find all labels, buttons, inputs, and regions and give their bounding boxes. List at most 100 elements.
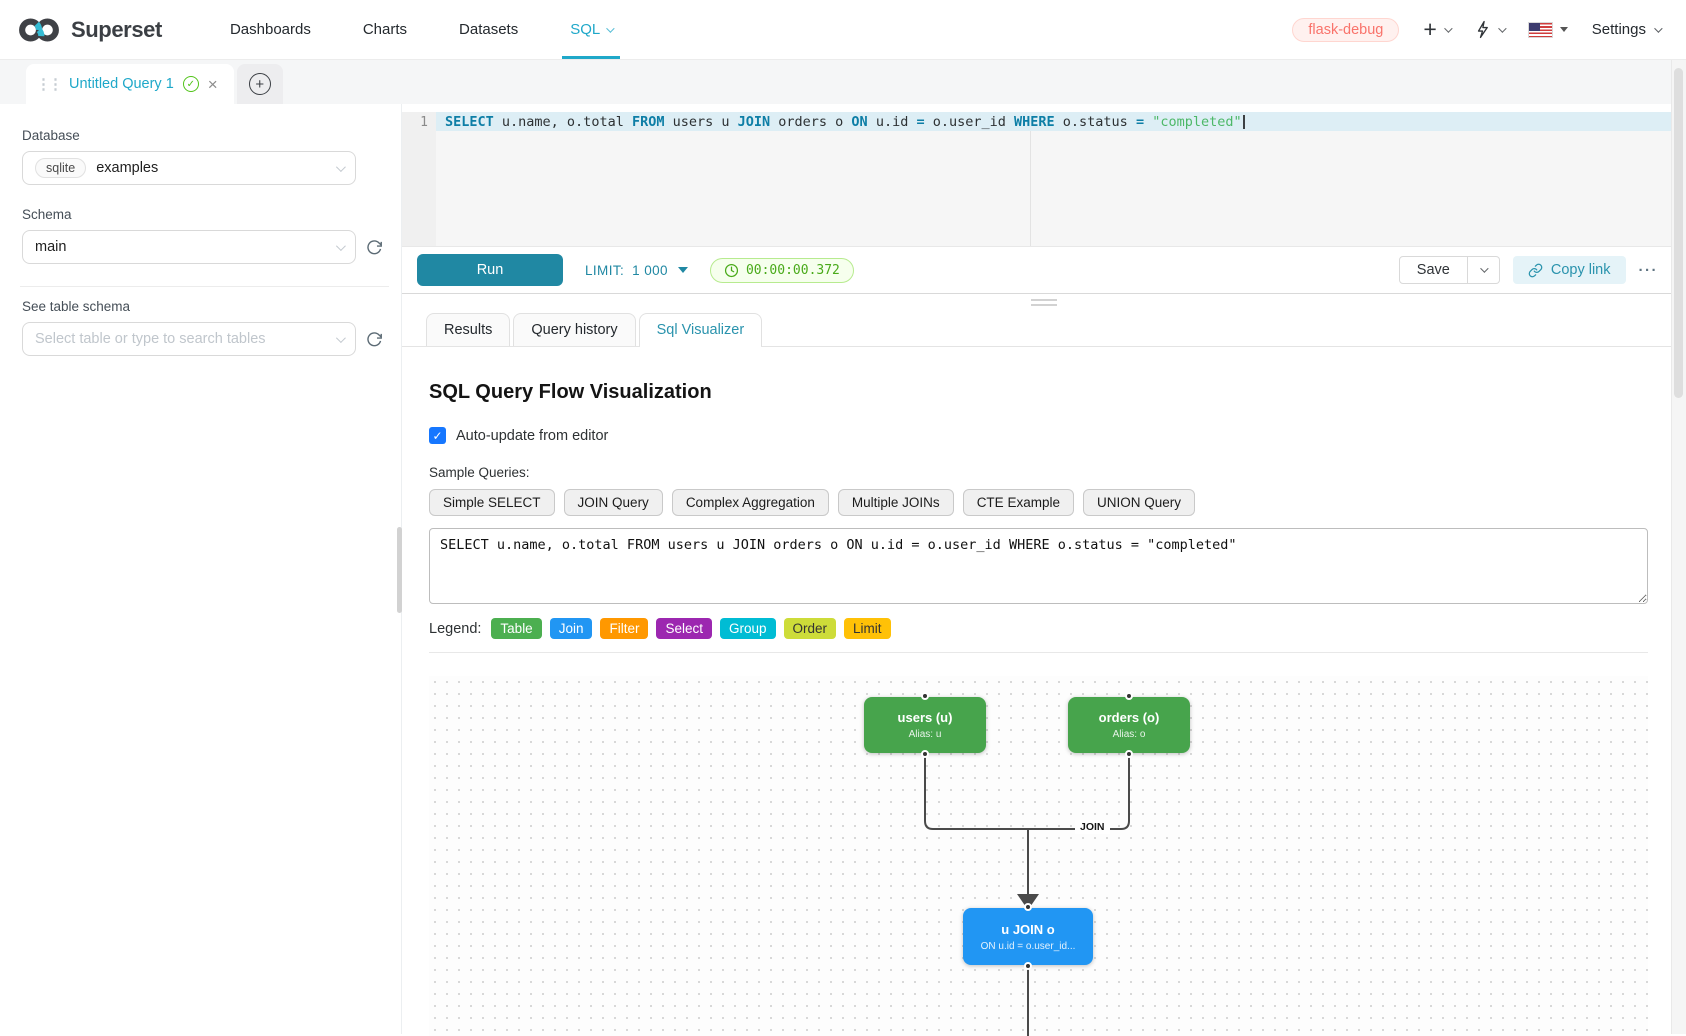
schema-select[interactable]: main — [22, 230, 356, 264]
sample-queries-label: Sample Queries: — [429, 465, 530, 480]
node-title: orders (o) — [1098, 710, 1160, 725]
infinity-logo-icon — [19, 18, 59, 41]
plus-circle-icon: + — [248, 73, 271, 95]
auto-update-checkbox-row[interactable]: ✓ Auto-update from editor — [429, 427, 1666, 444]
legend-badge-filter: Filter — [600, 618, 649, 639]
refresh-icon[interactable] — [366, 331, 383, 348]
node-handle[interactable] — [1125, 692, 1133, 700]
new-item-menu[interactable]: + — [1423, 16, 1453, 42]
chevron-down-icon — [1443, 23, 1453, 33]
nav-item-dashboards[interactable]: Dashboards — [204, 0, 337, 59]
brand-name: Superset — [71, 16, 162, 42]
flow-node-orders[interactable]: orders (o) Alias: o — [1068, 692, 1190, 758]
navbar-right: flask-debug + Settings — [1292, 16, 1663, 42]
timer-value: 00:00:00.372 — [745, 262, 840, 278]
sql-token — [1144, 114, 1152, 130]
more-menu-button[interactable]: ··· — [1638, 261, 1658, 279]
sql-visualizer-panel: SQL Query Flow Visualization ✓ Auto-upda… — [402, 347, 1686, 1036]
language-picker[interactable] — [1527, 21, 1568, 38]
pane-resize-handle[interactable] — [1031, 299, 1057, 306]
close-icon[interactable]: × — [207, 74, 218, 94]
table-schema-label: See table schema — [22, 299, 131, 314]
sqllab-main: 1 SELECT u.name, o.total FROM users u JO… — [402, 104, 1686, 1036]
database-select[interactable]: sqlite examples — [22, 151, 356, 185]
query-search-menu[interactable] — [1474, 20, 1507, 39]
us-flag-icon — [1527, 21, 1553, 38]
editor-code-area[interactable]: SELECT u.name, o.total FROM users u JOIN… — [436, 112, 1678, 246]
run-button[interactable]: Run — [417, 254, 563, 286]
node-handle[interactable] — [1024, 962, 1032, 970]
navbar: Superset Dashboards Charts Datasets SQL fla… — [0, 0, 1686, 60]
node-handle[interactable] — [1125, 750, 1133, 758]
nav-item-datasets[interactable]: Datasets — [433, 0, 544, 59]
tab-results[interactable]: Results — [426, 313, 511, 346]
sql-token: SELECT — [445, 113, 494, 130]
query-input[interactable]: SELECT u.name, o.total FROM users u JOIN… — [429, 528, 1648, 604]
page-scrollbar-thumb[interactable] — [1674, 68, 1683, 398]
sql-code-line[interactable]: SELECT u.name, o.total FROM users u JOIN… — [436, 112, 1678, 131]
sample-query-button[interactable]: Simple SELECT — [429, 489, 555, 516]
plus-icon: + — [1423, 16, 1437, 42]
query-tabstrip: ⋮⋮ Untitled Query 1 ✓ × + — [0, 60, 1686, 104]
copy-link-button[interactable]: Copy link — [1512, 256, 1626, 284]
clock-icon — [724, 263, 739, 277]
sample-query-button[interactable]: JOIN Query — [563, 489, 663, 516]
sql-token: ON — [851, 113, 868, 130]
sample-query-button[interactable]: CTE Example — [962, 489, 1074, 516]
query-tab-active[interactable]: ⋮⋮ Untitled Query 1 ✓ × — [26, 64, 234, 104]
tab-query-history[interactable]: Query history — [513, 313, 636, 346]
text-cursor — [1242, 114, 1245, 129]
checkbox-checked-icon[interactable]: ✓ — [429, 427, 446, 444]
limit-dropdown[interactable]: LIMIT: 1 000 — [585, 263, 688, 278]
nav-item-charts[interactable]: Charts — [337, 0, 433, 59]
editor-gutter: 1 — [402, 112, 436, 246]
nav-item-sql[interactable]: SQL — [544, 0, 638, 59]
sql-token: JOIN — [737, 113, 771, 130]
chevron-down-icon — [335, 332, 346, 343]
save-dropdown-button[interactable] — [1467, 256, 1500, 284]
legend-label: Legend: — [429, 620, 482, 637]
table-select-placeholder: Select table or type to search tables — [35, 331, 266, 347]
saved-check-icon: ✓ — [182, 76, 199, 92]
refresh-icon[interactable] — [366, 239, 383, 256]
tab-sql-visualizer[interactable]: Sql Visualizer — [638, 313, 763, 347]
line-number: 1 — [420, 115, 428, 130]
pane-gap — [402, 294, 1686, 313]
sample-query-button[interactable]: Multiple JOINs — [837, 489, 954, 516]
nav-item-label: Dashboards — [229, 21, 311, 38]
page-scrollbar[interactable] — [1671, 60, 1686, 1034]
link-icon — [1528, 263, 1543, 277]
node-handle[interactable] — [1024, 903, 1032, 911]
flow-canvas[interactable]: JOIN users (u) Alias: u orders (o) Alias… — [429, 676, 1648, 1036]
save-split-button: Save — [1398, 256, 1500, 284]
table-select[interactable]: Select table or type to search tables — [22, 322, 356, 356]
legend-badge-limit: Limit — [844, 618, 891, 639]
lightning-icon — [1477, 20, 1488, 39]
flow-node-join[interactable]: u JOIN o ON u.id = o.user_id... — [963, 903, 1093, 970]
limit-label: LIMIT: — [585, 262, 625, 278]
caret-down-icon — [677, 267, 688, 273]
superset-logo[interactable]: Superset — [16, 15, 162, 45]
database-select-value: examples — [96, 160, 159, 176]
nav-item-label: SQL — [570, 21, 601, 38]
flow-node-users[interactable]: users (u) Alias: u — [864, 692, 986, 758]
node-handle[interactable] — [921, 692, 929, 700]
auto-update-label: Auto-update from editor — [456, 427, 609, 444]
pane-scrollbar-thumb[interactable] — [397, 527, 402, 613]
query-timer: 00:00:00.372 — [709, 257, 854, 283]
nav-item-label: Charts — [362, 21, 408, 38]
sql-editor[interactable]: 1 SELECT u.name, o.total FROM users u JO… — [402, 112, 1678, 246]
new-query-tab-button[interactable]: + — [236, 64, 283, 104]
node-handle[interactable] — [921, 750, 929, 758]
save-button[interactable]: Save — [1398, 256, 1468, 284]
sidebar-divider — [20, 286, 389, 287]
settings-menu[interactable]: Settings — [1592, 21, 1663, 38]
database-engine-badge: sqlite — [35, 158, 87, 178]
sample-query-button[interactable]: Complex Aggregation — [671, 489, 829, 516]
sql-token: WHERE — [1014, 113, 1055, 130]
sample-query-button[interactable]: UNION Query — [1082, 489, 1195, 516]
content-divider — [429, 652, 1648, 653]
drag-handle-icon[interactable]: ⋮⋮ — [36, 76, 63, 93]
